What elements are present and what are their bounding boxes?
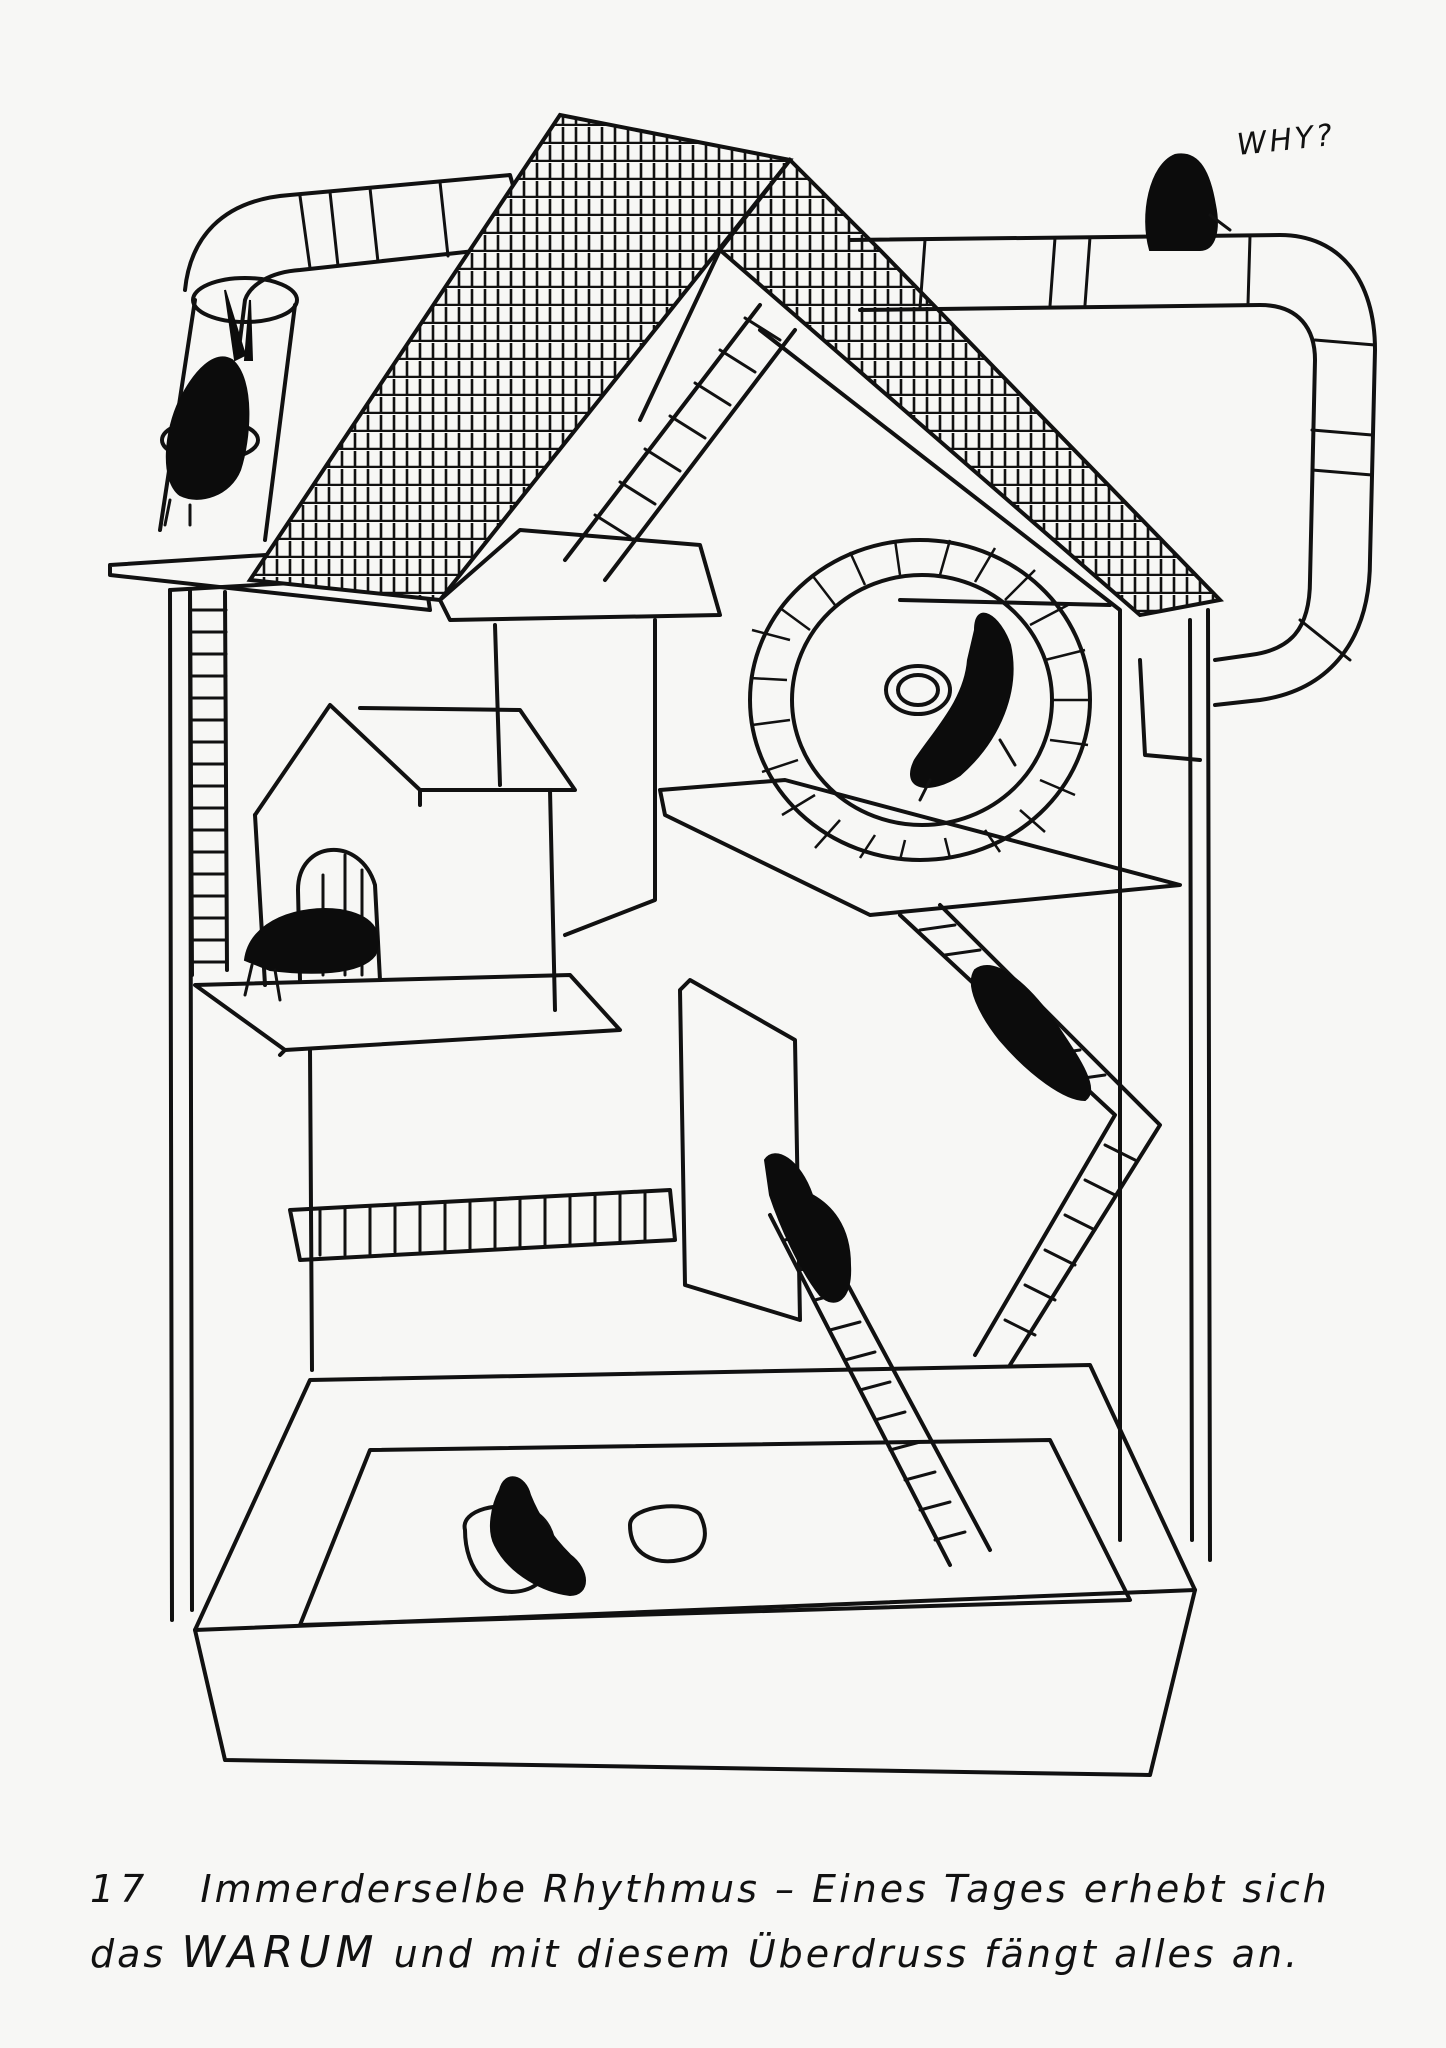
main-roof-left [246,112,794,603]
main-roof-right [717,156,1225,618]
caption-line-2-post: und mit diesem Überdruss fängt alles an. [393,1931,1301,1976]
cage-frame [168,573,1212,1622]
hamster-in-house [243,908,380,1002]
cage-base [193,1363,1197,1777]
hamster-climbing-ladder [763,1153,852,1303]
caption-warum: WARUM [181,1926,379,1978]
caption-line-1-text: Immerderselbe Rhythmus – Eines Tages erh… [200,1867,1330,1911]
wheel-platform [658,778,1182,917]
hideout-block [628,1504,707,1564]
caption-line-2-pre: das [90,1931,167,1976]
hamster-in-tube [163,289,254,527]
inner-house-roofline [638,248,1122,1542]
caption-line-1: 17 Immerderselbe Rhythmus – Eines Tages e… [90,1860,1390,1919]
hamster-wheel [748,538,1092,862]
small-house-platform [193,973,622,1057]
hamster-asking-why [1145,153,1232,251]
caption-line-2: das WARUM und mit diesem Überdruss fängt… [90,1919,1390,1987]
door-panel [678,978,802,1322]
hamster-on-zigzag [970,965,1092,1102]
middle-house [438,528,722,937]
caption: 17 Immerderselbe Rhythmus – Eines Tages e… [90,1860,1390,1987]
left-ladder [188,588,229,977]
horizontal-ramp [288,1048,677,1372]
why-speech: WHY? [1235,118,1337,163]
hamster-on-floor [489,1476,586,1597]
page-number: 17 [90,1867,151,1911]
hamster-in-wheel [910,612,1017,802]
left-tube [158,173,532,542]
right-tube [848,233,1377,762]
